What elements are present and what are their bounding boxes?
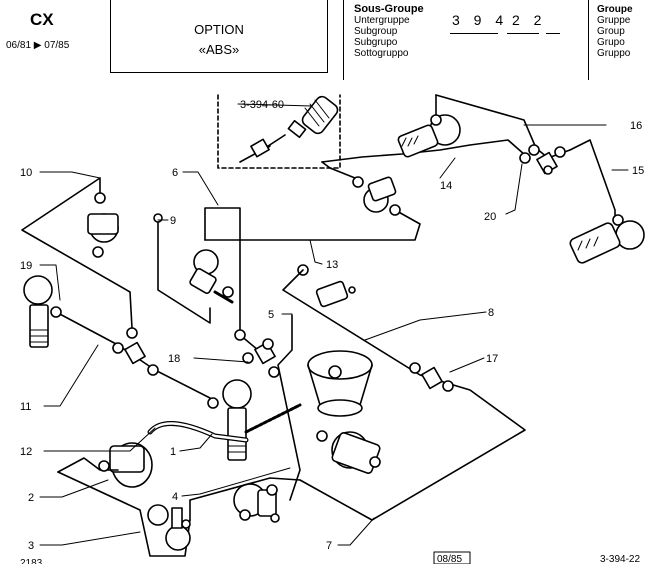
valve-15 bbox=[569, 214, 645, 264]
junction-20 bbox=[519, 144, 566, 175]
option-name: «ABS» bbox=[198, 42, 240, 57]
footer-date: 08/85 bbox=[437, 554, 462, 564]
modulator bbox=[316, 430, 381, 474]
option-box: OPTION «ABS» bbox=[110, 0, 328, 73]
callout-6: 6 bbox=[172, 167, 178, 179]
header-divider bbox=[343, 0, 344, 80]
callout-16: 16 bbox=[630, 120, 642, 132]
rear-caliper bbox=[57, 442, 191, 557]
tool-inset bbox=[217, 94, 341, 169]
pipe-10 bbox=[21, 177, 133, 329]
header: CX 06/81 ▶ 07/85 OPTION «ABS» Sous-Group… bbox=[0, 0, 649, 80]
callout-3: 3 bbox=[28, 540, 34, 552]
group-label-de: Gruppe bbox=[597, 15, 631, 26]
callout-7: 7 bbox=[326, 540, 332, 552]
callout-2: 2 bbox=[28, 492, 34, 504]
callout-11: 11 bbox=[20, 401, 31, 413]
subgroup-labels: Sous-Groupe Untergruppe Subgroup Subgrup… bbox=[354, 3, 424, 60]
header-divider-2 bbox=[588, 0, 589, 80]
callout-5: 5 bbox=[268, 309, 274, 321]
callout-labels: 3-394-60 16 14 15 20 10 9 6 19 13 5 8 17… bbox=[20, 99, 644, 552]
rear-right-caliper bbox=[189, 477, 301, 523]
footer-ref: 3-394-22 bbox=[600, 554, 640, 564]
subgroup-code-b: 2 2 bbox=[512, 12, 547, 28]
subgroup-label-en: Subgroup bbox=[354, 26, 398, 37]
code-underline-a bbox=[450, 33, 498, 34]
callout-4: 4 bbox=[172, 491, 178, 503]
caliper-18 bbox=[207, 338, 280, 461]
callout-14: 14 bbox=[440, 180, 452, 192]
callout-1: 1 bbox=[170, 446, 176, 458]
subgroup-label-fr: Sous-Groupe bbox=[354, 3, 424, 15]
subgroup-label-it: Sottogruppo bbox=[354, 48, 409, 59]
option-title: OPTION bbox=[194, 22, 244, 37]
reservoir-5 bbox=[277, 314, 373, 501]
subgroup-code-a: 3 9 4 bbox=[452, 12, 509, 28]
footer: 2183 08/85 3-394-22 bbox=[20, 551, 640, 564]
pipe-19-11 bbox=[23, 275, 211, 399]
group-label-en: Group bbox=[597, 26, 625, 37]
subgroup-label-es: Subgrupo bbox=[354, 37, 398, 48]
callout-12: 12 bbox=[20, 446, 32, 458]
code-underline-b bbox=[507, 33, 539, 34]
callout-17: 17 bbox=[486, 353, 498, 365]
group-label-fr: Groupe bbox=[597, 4, 633, 15]
callout-18: 18 bbox=[168, 353, 180, 365]
callout-20: 20 bbox=[484, 211, 496, 223]
hose-1 bbox=[147, 403, 302, 443]
group-label-es: Grupo bbox=[597, 37, 625, 48]
group-labels: Groupe Gruppe Group Grupo Gruppo bbox=[597, 4, 633, 59]
callout-10: 10 bbox=[20, 167, 32, 179]
pipe-6-13 bbox=[189, 207, 259, 351]
callout-8: 8 bbox=[488, 307, 494, 319]
footer-left: 2183 bbox=[20, 558, 43, 564]
group-label-it: Gruppo bbox=[597, 48, 631, 59]
callout-15: 15 bbox=[632, 165, 644, 177]
leader-lines bbox=[39, 103, 629, 546]
model-name: CX bbox=[30, 10, 54, 29]
code-underline-c bbox=[546, 33, 560, 34]
sensor-13 bbox=[297, 264, 356, 308]
valve-16 bbox=[397, 114, 461, 158]
callout-19: 19 bbox=[20, 260, 32, 272]
callout-9: 9 bbox=[170, 215, 176, 227]
production-dates: 06/81 ▶ 07/85 bbox=[6, 40, 70, 51]
callout-tool: 3-394-60 bbox=[240, 99, 284, 111]
subgroup-label-de: Untergruppe bbox=[354, 15, 410, 26]
callout-13: 13 bbox=[326, 259, 338, 271]
